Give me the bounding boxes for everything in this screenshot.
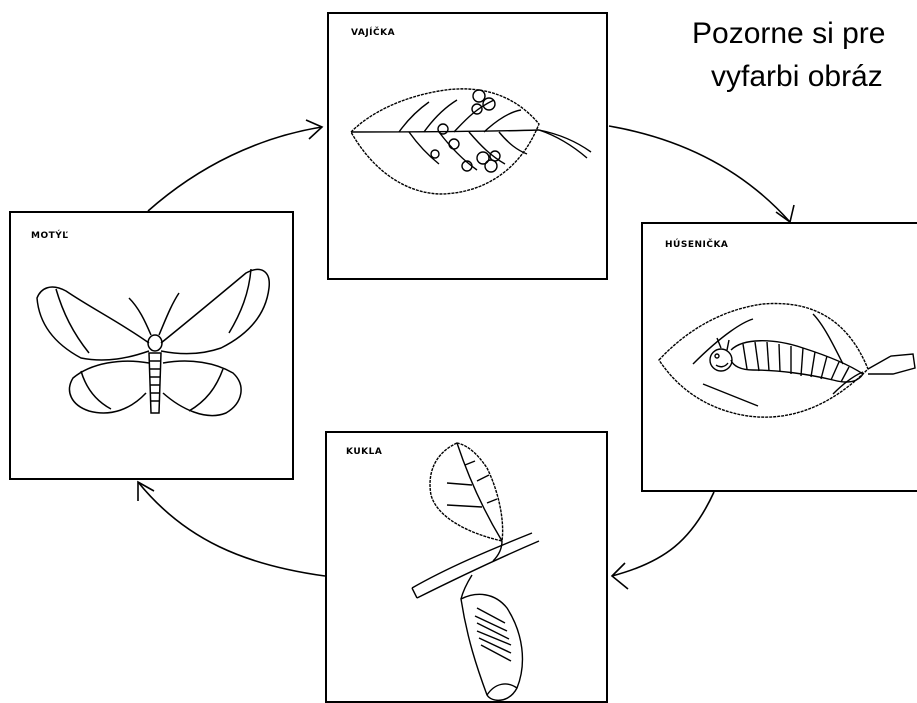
- arrow-butterfly-to-eggs: [148, 127, 322, 211]
- caterpillar-on-leaf-icon: [643, 224, 917, 490]
- stage-card-caterpillar: HÚSENIČKA: [641, 222, 917, 492]
- stage-card-eggs: VAJÍČKA: [327, 12, 608, 280]
- arrow-caterpillar-to-pupa: [612, 492, 714, 576]
- instruction-line-1: Pozorne si pre: [692, 14, 885, 54]
- stage-card-butterfly: MOTÝĽ: [9, 211, 294, 480]
- butterfly-icon: [11, 213, 292, 478]
- instruction-text: Pozorne si pre vyfarbi obráz: [640, 8, 917, 98]
- instruction-line-2: vyfarbi obráz: [711, 57, 883, 97]
- stage-card-pupa: KUKLA: [325, 431, 608, 703]
- chrysalis-on-branch-icon: [327, 433, 606, 701]
- leaf-with-eggs-icon: [329, 14, 606, 278]
- arrow-pupa-to-butterfly: [138, 482, 325, 576]
- arrow-eggs-to-caterpillar: [609, 126, 790, 222]
